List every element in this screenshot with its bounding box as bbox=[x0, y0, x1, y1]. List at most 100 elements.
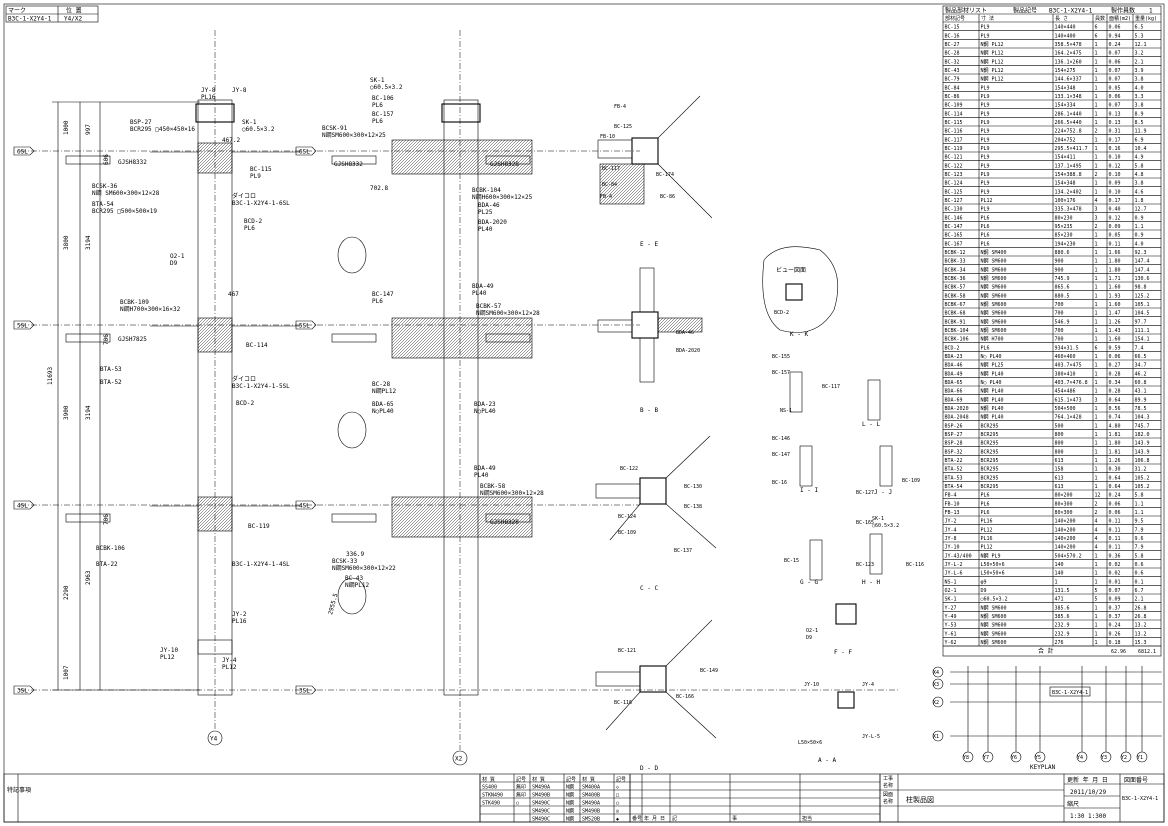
table-cell: 6 bbox=[1095, 345, 1098, 351]
table-cell: 546.9 bbox=[1055, 319, 1070, 325]
table-cell: 0.05 bbox=[1109, 233, 1121, 239]
svg-text:BTA-52: BTA-52 bbox=[100, 379, 122, 386]
product-label: 製品記号 bbox=[1013, 7, 1037, 15]
svg-text:BC-106: BC-106 bbox=[372, 95, 394, 102]
svg-text:BC-109: BC-109 bbox=[902, 478, 920, 484]
table-cell: 140 bbox=[1055, 562, 1064, 568]
table-cell: BDA-66 bbox=[945, 389, 963, 395]
svg-text:JY-L-5: JY-L-5 bbox=[862, 734, 880, 740]
table-cell: 1 bbox=[1095, 77, 1098, 83]
table-cell: 2.1 bbox=[1135, 59, 1144, 65]
svg-text:3800: 3800 bbox=[63, 235, 70, 250]
table-cell: BSP-32 bbox=[945, 449, 963, 455]
table-cell: 4.8 bbox=[1135, 172, 1144, 178]
table-cell: 0.10 bbox=[1109, 189, 1121, 195]
table-cell: 7.4 bbox=[1135, 345, 1144, 351]
table-cell: 3.9 bbox=[1135, 68, 1144, 74]
table-cell: 0.12 bbox=[1109, 163, 1121, 169]
table-cell: 6.5 bbox=[1135, 25, 1144, 31]
svg-text:ビュー図面: ビュー図面 bbox=[776, 266, 806, 274]
table-cell: 6 bbox=[1095, 33, 1098, 39]
svg-text:ダイコロ: ダイコロ bbox=[232, 375, 256, 383]
table-cell: 0.17 bbox=[1109, 137, 1121, 143]
table-cell: 1 bbox=[1095, 640, 1098, 646]
table-cell: 1 bbox=[1095, 293, 1098, 299]
table-cell: PL9 bbox=[981, 137, 990, 143]
materials-cell: N鋼 bbox=[566, 808, 574, 815]
table-cell: 80×300 bbox=[1055, 510, 1073, 516]
table-cell: BCR295 bbox=[981, 475, 999, 481]
table-cell: BSP-27 bbox=[945, 432, 963, 438]
table-cell: BC-115 bbox=[945, 120, 963, 126]
svg-text:PL40: PL40 bbox=[474, 472, 489, 479]
table-cell: 613 bbox=[1055, 475, 1064, 481]
table-cell: 6.9 bbox=[1135, 137, 1144, 143]
table-cell: 106.8 bbox=[1135, 458, 1150, 464]
materials-cell: SM520B bbox=[582, 817, 600, 823]
table-cell: 0.13 bbox=[1109, 111, 1121, 117]
table-cell: 0.09 bbox=[1109, 224, 1121, 230]
svg-text:BC-147: BC-147 bbox=[372, 291, 394, 298]
table-cell: BC-16 bbox=[945, 33, 960, 39]
table-cell: 1 bbox=[1095, 605, 1098, 611]
svg-text:BC-125: BC-125 bbox=[614, 124, 632, 130]
table-cell: JY-8 bbox=[945, 536, 957, 542]
table-cell: 137.1×495 bbox=[1055, 163, 1082, 169]
materials-header-cell: 記号 bbox=[616, 776, 626, 783]
svg-text:PL6: PL6 bbox=[372, 298, 383, 305]
svg-text:BTA-54: BTA-54 bbox=[92, 201, 114, 208]
materials-cell: N鋼 bbox=[566, 792, 574, 799]
svg-text:PL16: PL16 bbox=[201, 94, 216, 101]
table-cell: 1 bbox=[1095, 371, 1098, 377]
table-cell: 1 bbox=[1095, 155, 1098, 161]
keyplan: X4 X3 X2 X1 Y8 Y7 Y6 Y5 Y4 Y3 Y2 Y1 B3C-… bbox=[932, 666, 1162, 771]
svg-text:JY-2: JY-2 bbox=[232, 611, 247, 618]
svg-text:BC-114: BC-114 bbox=[246, 342, 268, 349]
svg-text:O2-1: O2-1 bbox=[806, 628, 818, 634]
svg-text:Y7: Y7 bbox=[983, 755, 989, 761]
table-cell: PL6 bbox=[981, 233, 990, 239]
table-cell: 1 bbox=[1095, 163, 1098, 169]
table-cell: 1.60 bbox=[1109, 285, 1121, 291]
table-cell: 1.43 bbox=[1109, 328, 1121, 334]
svg-text:3900: 3900 bbox=[63, 405, 70, 420]
callouts-column-2: SK-1 ○60.5×3.2 BC-106 PL6 BC-157 PL6 BCS… bbox=[322, 77, 544, 616]
table-cell: PL9 bbox=[981, 155, 990, 161]
revision-header-cell: 担当 bbox=[802, 815, 812, 822]
scale-value: 1:30 1:300 bbox=[1070, 813, 1107, 820]
svg-text:SK-1: SK-1 bbox=[242, 119, 257, 126]
table-cell: 1 bbox=[1095, 406, 1098, 412]
svg-text:PL9: PL9 bbox=[250, 173, 261, 180]
svg-text:GJSH8328: GJSH8328 bbox=[490, 161, 519, 168]
table-cell: 1.81 bbox=[1109, 449, 1121, 455]
table-cell: 880.6 bbox=[1055, 250, 1070, 256]
table-cell: 1 bbox=[1095, 319, 1098, 325]
table-cell: 5 bbox=[1095, 588, 1098, 594]
grid-x2: X2 bbox=[455, 756, 463, 763]
table-cell: 133.1×348 bbox=[1055, 94, 1082, 100]
svg-text:JY-10: JY-10 bbox=[804, 682, 819, 688]
table-cell: 1 bbox=[1095, 423, 1098, 429]
svg-text:BC-15: BC-15 bbox=[784, 558, 799, 564]
table-cell: 130.6 bbox=[1135, 276, 1150, 282]
table-cell: 1.60 bbox=[1109, 302, 1121, 308]
table-cell: N鋼 PL25 bbox=[981, 362, 1004, 369]
svg-text:D9: D9 bbox=[806, 635, 812, 641]
table-cell: 1 bbox=[1095, 389, 1098, 395]
table-cell: 800 bbox=[1055, 441, 1064, 447]
table-cell: 613 bbox=[1055, 484, 1064, 490]
table-cell: 3.8 bbox=[1135, 77, 1144, 83]
table-cell: 4.6 bbox=[1135, 189, 1144, 195]
table-cell: 97.7 bbox=[1135, 319, 1147, 325]
drawing-no-value: B3C-1-X2Y4-1 bbox=[1122, 796, 1158, 802]
svg-text:6SL: 6SL bbox=[299, 149, 310, 156]
svg-text:BC-28: BC-28 bbox=[372, 381, 390, 388]
table-cell: BCBK-68 bbox=[945, 311, 966, 317]
table-cell: PL9 bbox=[981, 129, 990, 135]
table-cell: 95×235 bbox=[1055, 224, 1073, 230]
table-cell: 1.8 bbox=[1135, 198, 1144, 204]
level-label-5sl: 5SL bbox=[17, 323, 28, 330]
table-cell: 140×200 bbox=[1055, 527, 1076, 533]
table-cell: 8.5 bbox=[1135, 120, 1144, 126]
svg-text:PL16: PL16 bbox=[232, 618, 247, 625]
